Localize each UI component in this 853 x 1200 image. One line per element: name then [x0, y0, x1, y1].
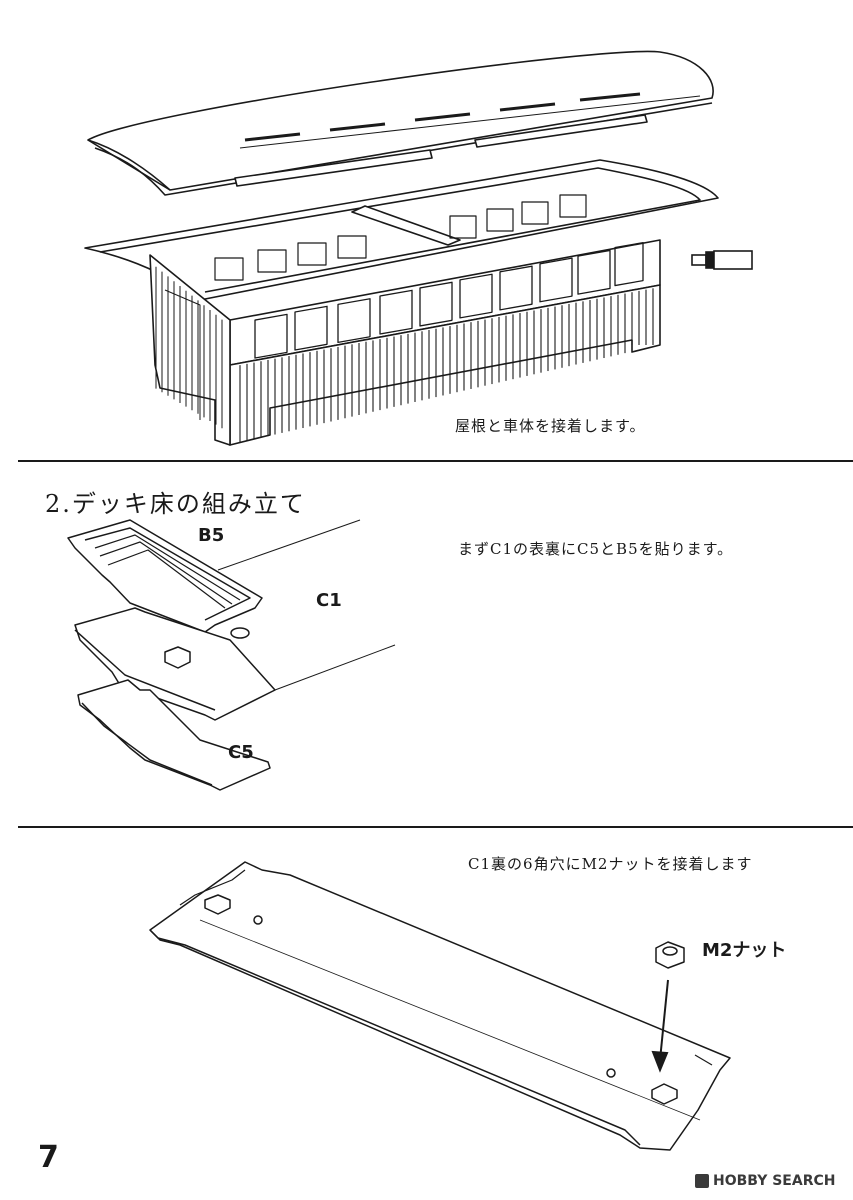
step-caption-roof-body: 屋根と車体を接着します。 [455, 417, 646, 435]
part-label-b5: B5 [198, 525, 225, 546]
step-caption-deck-floor: まずC1の表裏にC5とB5を貼ります。 [458, 540, 734, 558]
section-heading-deck-floor: 2.デッキ床の組み立て [45, 490, 306, 518]
section-divider [18, 826, 853, 828]
watermark-text: HOBBY SEARCH [713, 1173, 836, 1189]
watermark-logo-icon [695, 1174, 709, 1188]
step-caption-nut: C1裏の6角穴にM2ナットを接着します [468, 855, 753, 873]
car-body-roof-illustration [84, 50, 753, 446]
part-label-c1: C1 [316, 590, 342, 611]
section-divider [18, 460, 853, 462]
part-label-m2-nut: M2ナット [702, 940, 787, 961]
watermark: HOBBY SEARCH [695, 1173, 835, 1189]
deck-floor-exploded-diagram [67, 519, 396, 791]
part-label-c5: C5 [228, 742, 254, 763]
page-number: 7 [38, 1140, 59, 1175]
